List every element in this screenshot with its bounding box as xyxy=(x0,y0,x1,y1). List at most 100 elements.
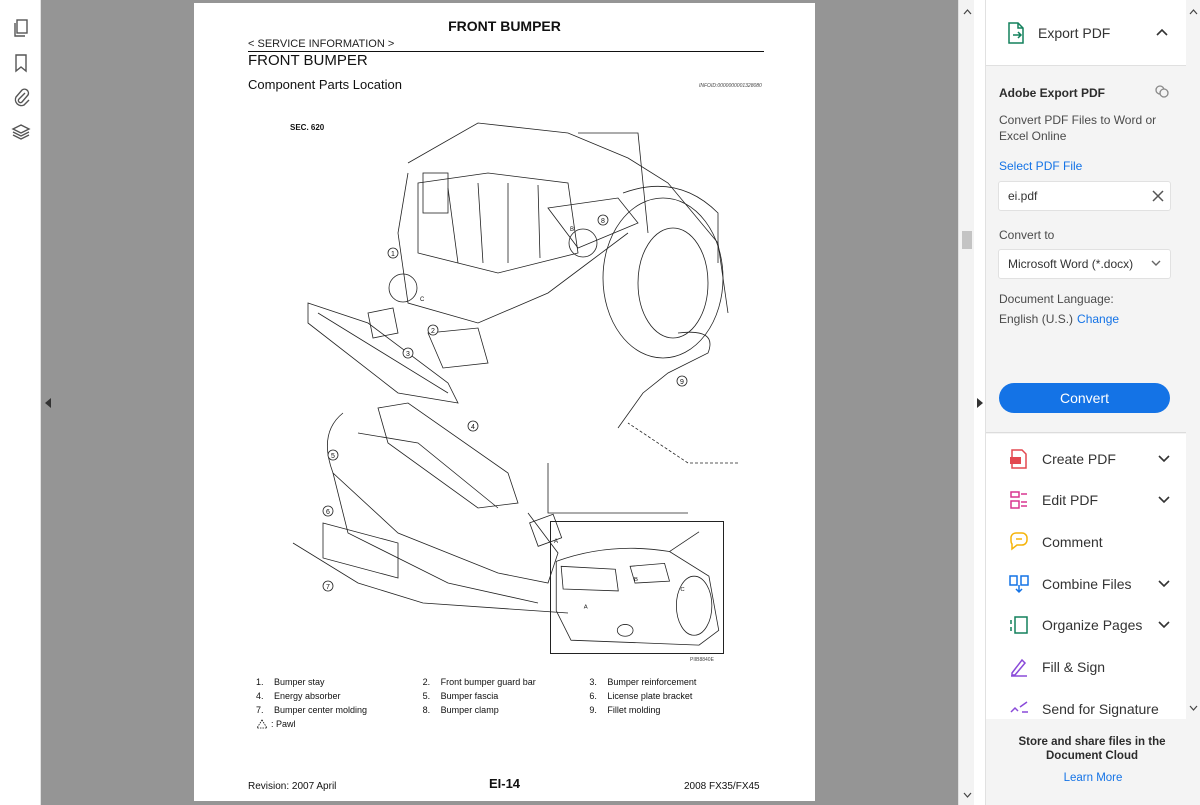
select-pdf-file-link[interactable]: Select PDF File xyxy=(999,159,1083,173)
tools-pane: Export PDF Adobe Export PDF Convert PDF … xyxy=(986,0,1200,805)
callout-1: 1 xyxy=(391,251,395,258)
parts-legend: 1.Bumper stay 2.Front bumper guard bar 3… xyxy=(256,677,756,719)
document-language-value: English (U.S.)Change xyxy=(999,312,1120,326)
file-name: ei.pdf xyxy=(1008,189,1038,203)
legend-item: 9.Fillet molding xyxy=(589,705,661,715)
convert-to-label: Convert to xyxy=(999,228,1055,242)
chevron-down-icon xyxy=(1151,260,1161,266)
organize-pages-icon xyxy=(1010,616,1028,634)
export-description: Convert PDF Files to Word or Excel Onlin… xyxy=(999,113,1157,143)
learn-more-link[interactable]: Learn More xyxy=(1063,772,1123,784)
selected-file-field[interactable]: ei.pdf xyxy=(998,181,1171,211)
edit-pdf-icon xyxy=(1010,491,1027,509)
scroll-up-arrow-icon[interactable] xyxy=(962,6,972,16)
footer-page-number: EI-14 xyxy=(488,776,521,791)
adobe-export-pdf-title: Adobe Export PDF xyxy=(999,86,1106,100)
legend-item: 8.Bumper clamp xyxy=(422,705,499,715)
chevron-down-icon[interactable] xyxy=(1158,496,1170,504)
tool-combine-files[interactable]: Combine Files xyxy=(986,565,1186,603)
callout-2: 2 xyxy=(431,328,435,335)
pawl-note: : Pawl xyxy=(256,719,296,729)
collapse-left-panel-arrow-icon[interactable] xyxy=(43,396,53,410)
page-heading: FRONT BUMPER xyxy=(448,18,561,34)
inset-letter-a: A xyxy=(584,605,588,611)
legend-row: 1.Bumper stay 2.Front bumper guard bar 3… xyxy=(256,677,756,691)
callout-5: 5 xyxy=(331,453,335,460)
legend-item: 3.Bumper reinforcement xyxy=(589,677,697,687)
callout-7: 7 xyxy=(326,584,330,591)
page-title: FRONT BUMPER xyxy=(248,52,368,69)
page-subtitle: Component Parts Location xyxy=(248,77,402,92)
tools-pane-scrollbar[interactable] xyxy=(1186,0,1200,719)
info-id-code: INFOID:0000000001328080 xyxy=(699,83,762,89)
collapse-right-panel-arrow-icon[interactable] xyxy=(975,396,985,410)
format-select[interactable]: Microsoft Word (*.docx) xyxy=(998,249,1171,279)
left-navigation-rail xyxy=(0,0,41,805)
product-switch-icon[interactable] xyxy=(1154,84,1170,98)
legend-row: 4.Energy absorber 5.Bumper fascia 6.Lice… xyxy=(256,691,756,705)
chevron-down-icon[interactable] xyxy=(1158,455,1170,463)
footer-revision: Revision: 2007 April xyxy=(248,781,337,792)
component-parts-diagram: SEC. 620 xyxy=(290,122,738,614)
export-pdf-title: Export PDF xyxy=(1038,24,1111,41)
legend-item: 6.License plate bracket xyxy=(589,691,693,701)
section-label: < SERVICE INFORMATION > xyxy=(248,38,395,50)
letter-a-label: A xyxy=(554,539,558,545)
tools-list: Create PDF Edit PDF Comment Combine File… xyxy=(986,434,1186,719)
tool-create-pdf[interactable]: Create PDF xyxy=(986,440,1186,478)
attachment-icon[interactable] xyxy=(10,86,32,108)
footer-model: 2008 FX35/FX45 xyxy=(684,781,760,792)
close-icon[interactable] xyxy=(1152,190,1164,202)
cloud-promo-text: Store and share files in the Document Cl… xyxy=(1018,736,1166,762)
letter-b-label: B xyxy=(570,227,574,233)
export-pdf-icon xyxy=(1008,21,1024,44)
heading-rule xyxy=(248,51,764,52)
tool-organize-pages[interactable]: Organize Pages xyxy=(986,606,1186,644)
pdf-page: FRONT BUMPER < SERVICE INFORMATION > FRO… xyxy=(194,3,815,801)
comment-icon xyxy=(1010,532,1028,551)
letter-c-label: C xyxy=(420,297,425,303)
right-panel-toggle-strip xyxy=(974,0,986,805)
fill-sign-icon xyxy=(1011,658,1027,677)
scroll-thumb[interactable] xyxy=(962,231,972,249)
callout-3: 3 xyxy=(406,351,410,358)
sec-label: SEC. 620 xyxy=(290,123,325,132)
inset-letter-b: B xyxy=(634,577,638,583)
create-pdf-icon xyxy=(1010,449,1027,469)
legend-item: 4.Energy absorber xyxy=(256,691,341,701)
legend-row: 7.Bumper center molding 8.Bumper clamp 9… xyxy=(256,705,756,719)
tool-fill-sign[interactable]: Fill & Sign xyxy=(986,648,1186,686)
callout-6: 6 xyxy=(326,509,330,516)
scroll-up-arrow-icon[interactable] xyxy=(1188,6,1198,16)
layers-icon[interactable] xyxy=(10,121,32,143)
tool-comment[interactable]: Comment xyxy=(986,523,1186,561)
callout-8: 8 xyxy=(601,218,605,225)
tool-send-for-signature[interactable]: Send for Signature xyxy=(986,690,1186,719)
legend-item: 1.Bumper stay xyxy=(256,677,325,687)
inset-letter-c: C xyxy=(680,587,685,593)
scroll-down-arrow-icon[interactable] xyxy=(1188,703,1198,713)
chevron-down-icon[interactable] xyxy=(1158,580,1170,588)
document-cloud-promo: Store and share files in the Document Cl… xyxy=(986,719,1200,805)
format-selected-value: Microsoft Word (*.docx) xyxy=(1008,257,1134,271)
pages-icon[interactable] xyxy=(10,17,32,39)
export-pdf-body: Adobe Export PDF Convert PDF Files to Wo… xyxy=(986,66,1186,433)
chevron-up-icon[interactable] xyxy=(1156,28,1168,36)
inset-code: PIIB8840E xyxy=(690,657,714,663)
legend-item: 2.Front bumper guard bar xyxy=(422,677,536,687)
callout-9: 9 xyxy=(680,379,684,386)
scroll-down-arrow-icon[interactable] xyxy=(962,790,972,800)
document-language-label: Document Language: xyxy=(999,292,1114,306)
change-language-link[interactable]: Change xyxy=(1077,312,1120,326)
legend-item: 5.Bumper fascia xyxy=(422,691,499,701)
chevron-down-icon[interactable] xyxy=(1158,621,1170,629)
convert-button[interactable]: Convert xyxy=(999,383,1170,413)
document-scrollbar[interactable] xyxy=(958,0,974,805)
document-viewer[interactable]: FRONT BUMPER < SERVICE INFORMATION > FRO… xyxy=(41,0,958,805)
tool-edit-pdf[interactable]: Edit PDF xyxy=(986,481,1186,519)
vehicle-inset-view: A B C xyxy=(550,521,724,654)
export-pdf-header[interactable]: Export PDF xyxy=(986,0,1186,66)
callout-4: 4 xyxy=(471,424,475,431)
bookmark-icon[interactable] xyxy=(10,52,32,74)
combine-files-icon xyxy=(1009,575,1029,594)
